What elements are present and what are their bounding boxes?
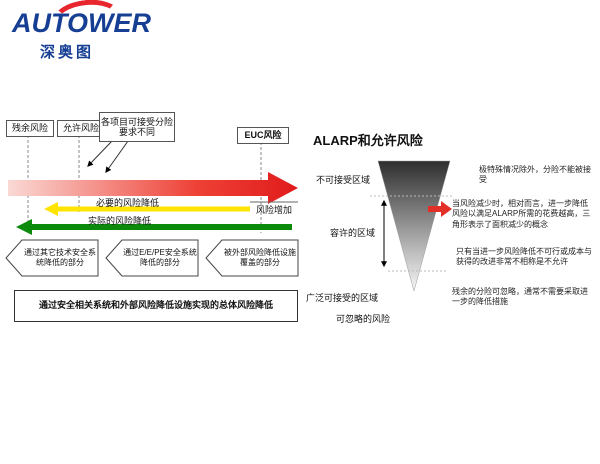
region-label-tolerable: 容许的区域: [330, 228, 376, 238]
region-label-negligible: 可忽略的风险: [336, 314, 391, 324]
residual-risk-box: 残余风险: [6, 120, 54, 137]
reduction-block-arrow-eepe: [105, 239, 199, 277]
tolerable-risk-box: 允许风险: [57, 120, 105, 137]
reduction-arrow-label-eepe: 通过E/E/PE安全系统降低的部分: [123, 248, 197, 267]
brand-subtitle: 深奥图: [40, 44, 95, 61]
risk-increase-label: 风险增加: [256, 205, 293, 215]
brand-logo: AUTOWER 深奥图: [12, 0, 182, 66]
project-note-box: 各项目可接受分险要求不同: [99, 112, 175, 142]
region-label-unacceptable: 不可接受区域: [316, 175, 371, 185]
necessary-reduction-arrowhead: [44, 202, 58, 216]
brand-name: AUTOWER: [12, 8, 151, 38]
alarp-pointer-arrow: [428, 201, 452, 217]
region-label-broadly-acceptable: 广泛可接受的区域: [306, 293, 379, 303]
overall-reduction-summary-box: 通过安全相关系统和外部风险降低设施实现的总体风险降低: [14, 290, 298, 322]
annotation-tolerable: 只有当进一步风险降低不可行或成本与获得的改进非常不相称是不允许: [456, 247, 592, 267]
reduction-block-arrow-other-tech: [5, 239, 99, 277]
annotation-negligible: 残余的分险可忽略，通常不需要采取进一步的降低措施: [452, 287, 588, 307]
annotation-alarp-cost: 当风险减少时，相对而言，进一步降低风险以满足ALARP所需的花费越高，三角形表示…: [452, 199, 591, 229]
alarp-title: ALARP和允许风险: [313, 133, 423, 148]
necessary-reduction-label: 必要的风险降低: [96, 198, 160, 208]
alarp-triangle: [377, 160, 451, 292]
euc-risk-box: EUC风险: [237, 127, 289, 144]
risk-increase-arrow: [8, 172, 298, 204]
reduction-block-arrow-external: [205, 239, 299, 277]
annotation-unacceptable: 极特殊情况除外，分险不能被接受: [479, 165, 591, 185]
note-pointer-arrow: [87, 140, 113, 167]
actual-reduction-label: 实际的风险降低: [88, 216, 152, 226]
actual-reduction-arrowhead: [16, 219, 32, 235]
note-pointer-arrow: [105, 140, 129, 173]
reduction-arrow-label-external: 被外部风险降低设施覆盖的部分: [224, 248, 296, 267]
reduction-arrow-label-other-tech: 通过其它技术安全系统降低的部分: [24, 248, 96, 267]
